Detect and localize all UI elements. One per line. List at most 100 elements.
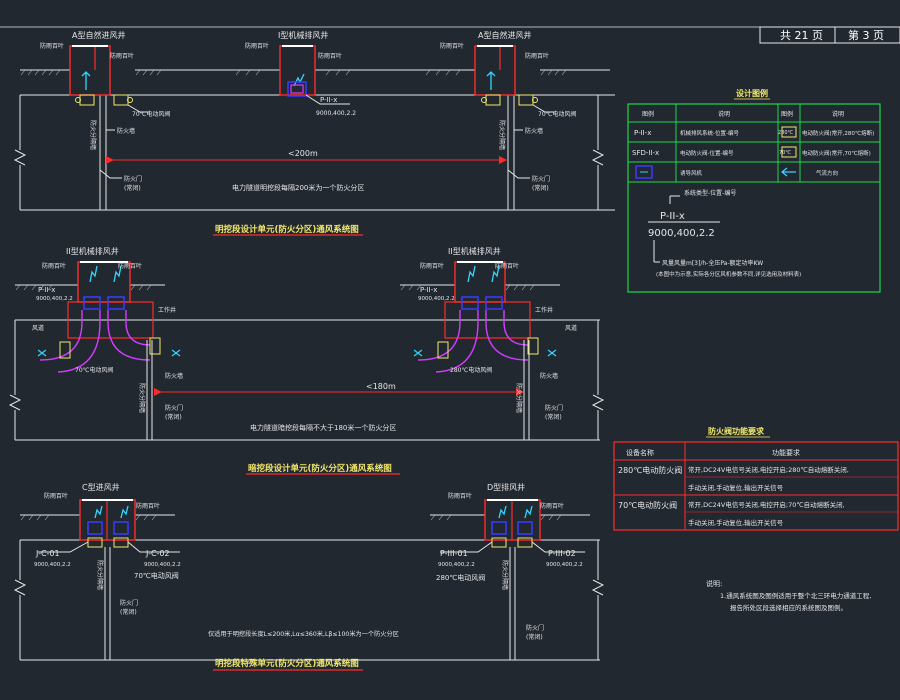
s3-tag-r1-spec: 9000,400,2.2	[438, 562, 475, 568]
s2-door-right-2: (常闭)	[545, 413, 562, 421]
s2-damper-left: 70℃电动风阀	[75, 366, 113, 374]
legend-tag-example: P-II-x	[660, 211, 685, 222]
s2-wall-left: 防火墙	[165, 372, 183, 380]
s3-door-left-2: (常闭)	[120, 608, 137, 616]
s3-louver-4: 防雨百叶	[540, 502, 564, 510]
page-number-box: 共 21 页 第 3 页	[0, 26, 900, 44]
legend-title: 设计图例	[736, 88, 768, 98]
legend-desc-1: 机械排风系统-位置-编号	[680, 129, 739, 137]
legend-tag-caption: 系统类型-位置-编号	[684, 189, 736, 197]
damper-table-title: 防火阀功能要求	[708, 426, 765, 436]
legend-spec-example: 9000,400,2.2	[648, 228, 715, 239]
legend-box	[627, 103, 881, 293]
s2-duct-left: 风道	[32, 324, 44, 332]
legend-header-4: 说明	[832, 110, 844, 118]
s3-wall-left-v: 防火分隔墙	[96, 560, 104, 590]
s3-tag-l1-spec: 9000,400,2.2	[34, 562, 71, 568]
legend-header-2: 说明	[718, 110, 730, 118]
s3-tag-r2-spec: 9000,400,2.2	[546, 562, 583, 568]
s2-distance: <180m	[366, 382, 396, 391]
legend-sym2-1: 280℃	[778, 130, 794, 136]
s1-louver-3: 防雨百叶	[245, 42, 269, 50]
damper-row1-req1: 常开,DC24V电信号关闭,电控开启;280℃自动熔断关闭,	[688, 465, 849, 474]
damper-row2-name: 70℃电动防火阀	[618, 500, 677, 510]
s1-louver-4: 防雨百叶	[318, 52, 342, 60]
s1-door-right-2: (常闭)	[532, 184, 549, 192]
s3-door-left: 防火门	[120, 599, 138, 607]
s1-note: 电力隧道明挖段每隔200米为一个防火分区	[232, 183, 364, 192]
s3-louver-1: 防雨百叶	[44, 492, 68, 500]
legend-desc-3: 诱导风机	[680, 169, 703, 177]
s1-shaft-left: A型自然进风井	[72, 30, 125, 40]
s2-fan-left-spec: 9000,400,2.2	[36, 296, 73, 302]
s2-duct-right: 风道	[565, 324, 577, 332]
s2-door-left: 防火门	[165, 404, 183, 412]
s2-wall-left-v: 防火分隔墙	[138, 383, 146, 413]
s2-note: 电力隧道暗挖段每隔不大于180米一个防火分区	[250, 423, 396, 432]
damper-table-frame	[613, 441, 899, 531]
legend-sym-1: P-II-x	[634, 129, 651, 137]
legend-sym-2: SFD-II-x	[632, 149, 659, 157]
s1-wall-right-v: 防火分隔墙	[498, 120, 506, 150]
legend-desc2-1: 电动防火阀(常开,280℃熔断)	[802, 129, 874, 137]
s2-work-left: 工作井	[158, 306, 176, 314]
notes-line-2: 报告所处区段选择相应的系统图及图例。	[730, 603, 847, 612]
damper-row2-req2: 手动关闭,手动复位,输出开关信号	[688, 518, 784, 527]
s2-work-right: 工作井	[535, 306, 553, 314]
s1-damper-left: 70℃电动风阀	[132, 110, 170, 118]
s3-louver-3: 防雨百叶	[448, 492, 472, 500]
s3-door-right-2: (常闭)	[526, 633, 543, 641]
page-total: 共 21 页	[780, 29, 823, 42]
s2-title: 暗挖段设计单元(防火分区)通风系统图	[248, 463, 392, 474]
s2-shaft-right: II型机械排风井	[448, 246, 501, 256]
s2-louver-2: 防雨百叶	[118, 262, 142, 270]
s2-louver-4: 防雨百叶	[495, 262, 519, 270]
s1-shaft-right: A型自然进风井	[478, 30, 531, 40]
s1-distance: <200m	[288, 149, 318, 158]
s3-title: 明挖段特殊单元(防火分区)通风系统图	[215, 658, 359, 669]
s2-fan-right: P-II-x	[420, 286, 437, 294]
s1-louver-5: 防雨百叶	[440, 42, 464, 50]
s3-shaft-left: C型进风井	[82, 482, 120, 492]
damper-row1-name: 280℃电动防火阀	[618, 465, 682, 475]
s2-door-right: 防火门	[545, 404, 563, 412]
s1-title: 明挖段设计单元(防火分区)通风系统图	[215, 224, 359, 235]
legend-header-1: 图例	[642, 110, 654, 118]
s1-wall-left-v: 防火分隔墙	[89, 120, 97, 150]
s3-shaft-right: D型排风井	[487, 482, 525, 492]
section-2-diagram	[8, 261, 605, 475]
damper-row1-req2: 手动关闭,手动复位,输出开关信号	[688, 483, 784, 492]
s1-fan-tag: P-II-x	[320, 96, 337, 104]
section-1-diagram	[13, 45, 615, 236]
s2-shaft-left: II型机械排风井	[66, 246, 119, 256]
s3-damper-left: 70℃电动风阀	[134, 571, 179, 580]
s2-louver-3: 防雨百叶	[420, 262, 444, 270]
s3-door-right: 防火门	[526, 624, 544, 632]
s1-door-left-2: (常闭)	[124, 184, 141, 192]
section-3-diagram	[13, 499, 605, 671]
s2-louver-1: 防雨百叶	[42, 262, 66, 270]
s3-tag-l1: J-C-01	[35, 549, 60, 558]
s1-louver-6: 防雨百叶	[525, 52, 549, 60]
s1-fan-spec: 9000,400,2.2	[316, 110, 356, 117]
s1-wall-left: 防火墙	[117, 127, 135, 135]
s1-damper-right: 70℃电动风阀	[538, 110, 576, 118]
damper-header-req: 功能要求	[772, 448, 800, 457]
damper-header-name: 设备名称	[626, 448, 654, 457]
legend-desc2-3: 气流方向	[816, 169, 838, 177]
s3-note: 仅适用于明挖段长度L≤200米,Lα≤360米,Lβ≤100米为一个防火分区	[208, 630, 399, 638]
s1-louver-2: 防雨百叶	[110, 52, 134, 60]
s3-tag-l2-spec: 9000,400,2.2	[144, 562, 181, 568]
damper-row2-req1: 常开,DC24V电信号关闭,电控开启;70℃自动熔断关闭,	[688, 500, 845, 509]
s3-wall-right-v: 防火分隔墙	[501, 560, 509, 590]
s2-wall-right-v: 防火分隔墙	[515, 383, 523, 413]
notes-line-1: 1.通风系统图及图例适用于整个北三环电力通道工程,	[720, 591, 871, 600]
legend-spec-caption-1: 风量风量m[3]/h-全压Pa-额定功率KW	[662, 259, 763, 267]
s1-shaft-mid: I型机械排风井	[278, 30, 328, 40]
s2-damper-right: 280℃电动风阀	[450, 366, 492, 374]
legend-desc2-2: 电动防火阀(常开,70℃熔断)	[802, 149, 871, 157]
s2-door-left-2: (常闭)	[165, 413, 182, 421]
s1-louver-1: 防雨百叶	[40, 42, 64, 50]
